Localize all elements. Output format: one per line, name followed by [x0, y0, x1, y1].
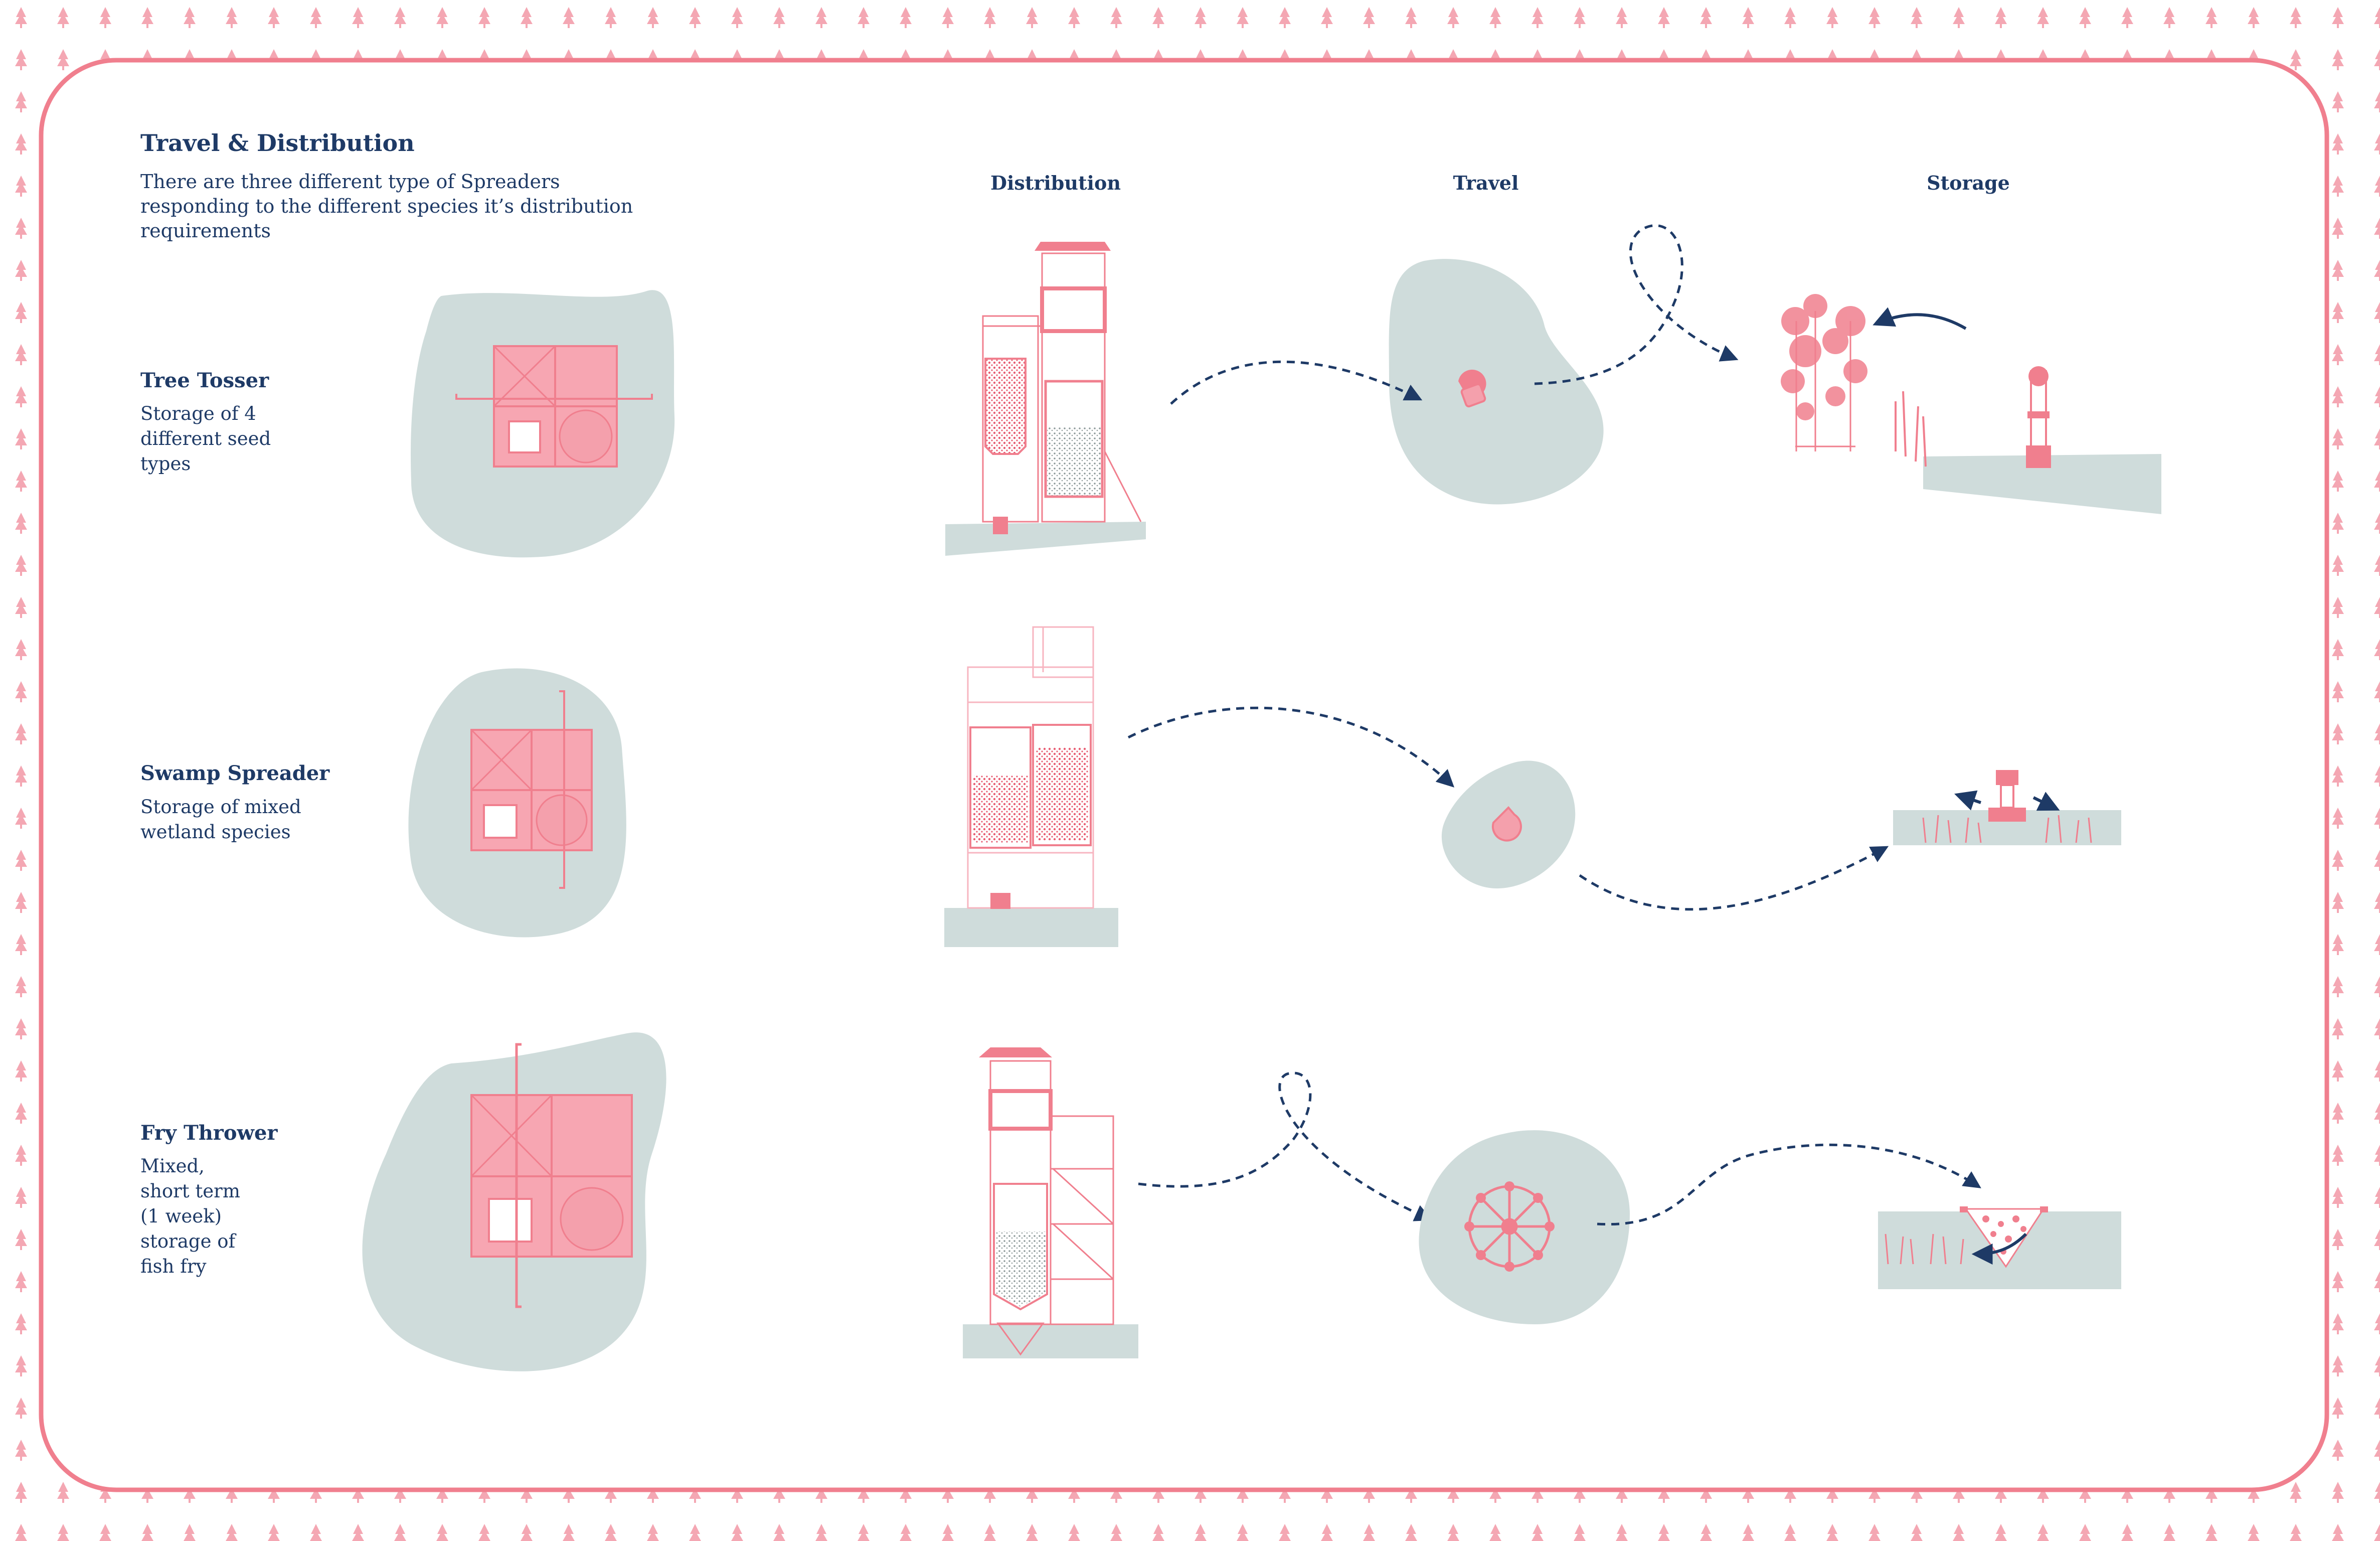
fry-thrower-storage	[1878, 1206, 2121, 1289]
description-line: wetland species	[140, 821, 291, 843]
fry-thrower-travel	[1419, 1130, 1981, 1324]
description-line: fish fry	[140, 1256, 207, 1277]
description-line: Storage of mixed	[140, 796, 301, 818]
row-title-tree-tosser: Tree Tosser	[140, 369, 269, 392]
swamp-spreader-storage	[1893, 770, 2121, 845]
tree-tosser-travel	[1170, 224, 1739, 505]
row-description-tree-tosser: Storage of 4 different seed types	[140, 401, 271, 477]
row-description-swamp-spreader: Storage of mixed wetland species	[140, 795, 301, 845]
tree-tosser-storage	[1781, 294, 2161, 514]
swamp-spreader-plan	[408, 668, 626, 938]
tree-tosser-section	[945, 242, 1146, 556]
page-title: Travel & Distribution	[140, 129, 415, 157]
tree-tosser-plan	[411, 290, 675, 558]
description-line: storage of	[140, 1230, 236, 1252]
description-line: (1 week)	[140, 1205, 222, 1227]
description-line: short term	[140, 1180, 240, 1202]
description-line: types	[140, 453, 191, 475]
column-heading-storage: Storage	[1927, 172, 2010, 194]
fry-thrower-plan	[362, 1032, 666, 1371]
description-line: Storage of 4	[140, 403, 256, 424]
column-heading-travel: Travel	[1453, 172, 1519, 194]
fry-thrower-section	[963, 1047, 1433, 1358]
swamp-spreader-travel	[1441, 760, 1889, 911]
page-subtitle: There are three different type of Spread…	[140, 171, 633, 242]
row-title-swamp-spreader: Swamp Spreader	[140, 761, 330, 785]
row-title-fry-thrower: Fry Thrower	[140, 1121, 278, 1145]
description-line: Mixed,	[140, 1155, 205, 1177]
row-description-fry-thrower: Mixed, short term (1 week) storage of fi…	[140, 1154, 240, 1279]
column-heading-distribution: Distribution	[990, 172, 1121, 194]
swamp-spreader-section	[944, 626, 1455, 947]
description-line: different seed	[140, 428, 271, 449]
